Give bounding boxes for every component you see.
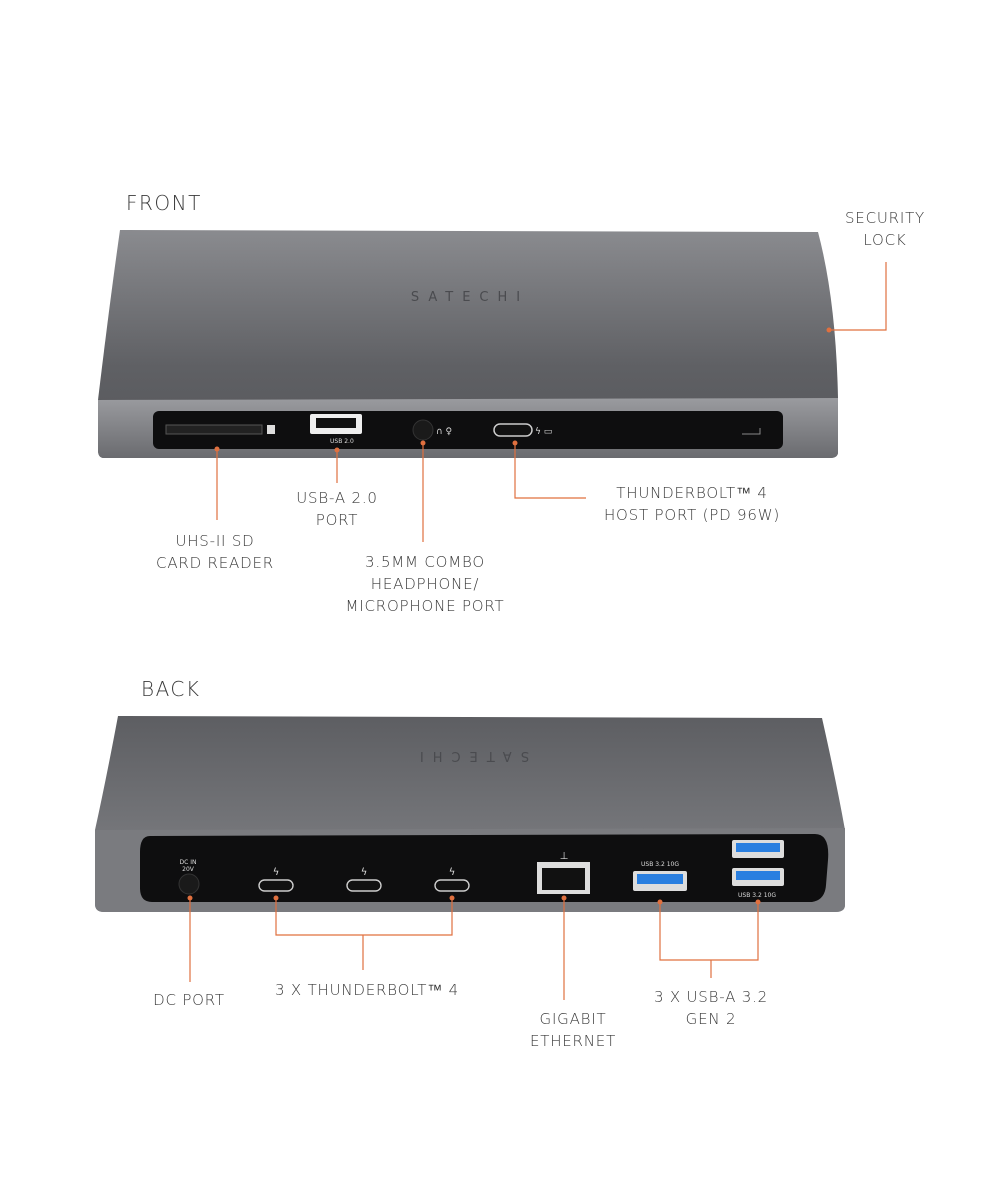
label-line: UHS-II SD <box>175 532 255 550</box>
dc-text-2: 20V <box>182 866 195 873</box>
label-usb-a-32: 3 X USB-A 3.2 GEN 2 <box>654 986 768 1030</box>
thunderbolt-host-port <box>493 423 533 437</box>
label-ethernet: GIGABIT ETHERNET <box>530 1008 616 1052</box>
label-line: ETHERNET <box>529 1032 617 1050</box>
audio-jack <box>412 419 434 441</box>
usb-32-text: USB 3.2 10G <box>738 892 776 899</box>
label-usb-a-2: USB-A 2.0 PORT <box>296 487 378 531</box>
thunderbolt-port-1 <box>258 879 294 892</box>
thunderbolt-icon: ϟ <box>273 867 280 878</box>
back-brand-logo: SATECHI <box>411 748 529 763</box>
headphone-mic-icon: ∩ ♀ <box>436 427 452 437</box>
front-brand-logo: SATECHI <box>411 290 529 305</box>
label-line: THUNDERBOLT™ 4 <box>616 484 768 502</box>
back-port-panel <box>140 834 829 902</box>
security-lock-slot <box>742 428 761 435</box>
label-thunderbolt-host: THUNDERBOLT™ 4 HOST PORT (PD 96W) <box>604 482 780 526</box>
label-line: PORT <box>315 511 359 529</box>
label-audio: 3.5MM COMBO HEADPHONE/ MICROPHONE PORT <box>345 551 504 617</box>
label-line: 3.5MM COMBO <box>365 553 485 571</box>
label-thunderbolt: 3 X THUNDERBOLT™ 4 <box>275 979 459 1001</box>
front-callout-lines <box>214 262 887 542</box>
label-line: 3 X USB-A 3.2 <box>653 988 769 1006</box>
label-line: MICROPHONE PORT <box>345 597 505 615</box>
label-line: DC PORT <box>153 991 225 1009</box>
label-dc-port: DC PORT <box>153 989 225 1011</box>
network-icon: ⊥ <box>560 851 569 862</box>
label-line: HOST PORT (PD 96W) <box>603 506 781 524</box>
label-line: GEN 2 <box>685 1010 737 1028</box>
dc-port <box>178 873 200 895</box>
thunderbolt-icon: ϟ <box>361 867 368 878</box>
thunderbolt-port-2 <box>346 879 382 892</box>
label-line: SECURITY <box>844 209 926 227</box>
thunderbolt-ports: ϟ ϟ ϟ <box>258 867 470 892</box>
label-line: USB-A 2.0 <box>296 489 378 507</box>
dc-text-1: DC IN <box>180 859 197 866</box>
sd-slot <box>165 424 263 435</box>
back-callout-lines <box>187 895 761 1000</box>
label-line: HEADPHONE/ <box>370 575 480 593</box>
label-line: LOCK <box>863 231 907 249</box>
label-line: GIGABIT <box>539 1010 607 1028</box>
thunderbolt-icon: ϟ <box>449 867 456 878</box>
sd-icon <box>267 425 275 434</box>
back-section-title: BACK <box>141 677 201 701</box>
usb-32-text: USB 3.2 10G <box>641 861 679 868</box>
thunderbolt-laptop-icon: ϟ ▭ <box>535 427 552 437</box>
back-device: SATECHI DC IN 20V ϟ ϟ ϟ ⊥ USB 3.2 10G US… <box>95 716 845 912</box>
front-device: SATECHI USB 2.0 ∩ ♀ ϟ ▭ <box>98 230 838 458</box>
label-sd-reader: UHS-II SD CARD READER <box>156 530 274 574</box>
usb-2-text: USB 2.0 <box>330 438 354 445</box>
thunderbolt-port-3 <box>434 879 470 892</box>
label-security-lock: SECURITY LOCK <box>845 207 925 251</box>
front-section-title: FRONT <box>126 191 202 215</box>
label-line: CARD READER <box>156 554 274 572</box>
label-line: 3 X THUNDERBOLT™ 4 <box>275 981 459 999</box>
